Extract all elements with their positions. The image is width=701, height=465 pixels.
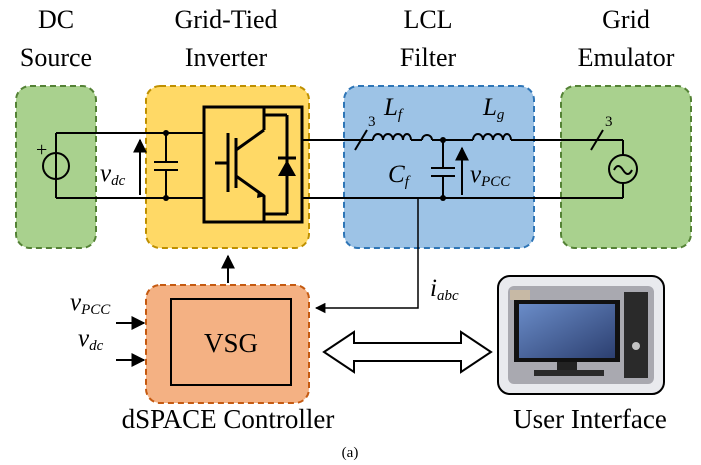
inductor-lf-icon	[372, 133, 412, 141]
dc-source-title-1: DC	[38, 5, 74, 34]
igbt-emitter-arrow	[257, 190, 266, 198]
lcl-title-2: Filter	[400, 43, 457, 72]
figure-caption: (a)	[342, 445, 359, 461]
junction-dots	[163, 130, 446, 201]
phase-count-left: 3	[368, 114, 376, 130]
power-wiring	[55, 105, 624, 224]
vdc-input-label: vdc	[78, 325, 104, 354]
grid-emulator-title-1: Grid	[602, 5, 650, 34]
svg-text:+: +	[36, 139, 47, 161]
lg-label: Lg	[482, 94, 505, 123]
lcl-title-1: LCL	[403, 5, 452, 34]
dc-source-icon: +	[36, 139, 70, 180]
phase-marks	[354, 129, 604, 151]
inductor-lg-icon	[472, 133, 512, 141]
diode-icon	[278, 156, 296, 176]
inverter-title-2: Inverter	[185, 43, 268, 72]
vsg-box	[170, 298, 292, 386]
wire-crossover	[421, 134, 433, 141]
user-interface-photo	[497, 275, 665, 395]
grid-emulator-title-2: Emulator	[578, 43, 675, 72]
user-interface-label: User Interface	[513, 404, 667, 434]
lf-label: Lf	[383, 94, 404, 123]
grid-emulator-block	[560, 85, 692, 249]
iabc-label: iabc	[430, 275, 459, 304]
phase-count-right: 3	[605, 114, 613, 130]
cf-label: Cf	[388, 161, 411, 190]
iabc-feedback-arrow	[314, 198, 419, 314]
controller-label: dSPACE Controller	[122, 404, 335, 434]
bidirectional-arrow-icon	[322, 330, 493, 374]
vsg-label: VSG	[204, 328, 258, 358]
vpcc-input-label: vPCC	[70, 289, 111, 318]
vpcc-label: vPCC	[470, 161, 511, 190]
inverter-title-1: Grid-Tied	[174, 5, 277, 34]
controller-block	[145, 284, 310, 404]
dc-source-title-2: Source	[20, 43, 92, 72]
ac-source-icon	[608, 154, 638, 184]
vdc-label: vdc	[100, 160, 126, 189]
